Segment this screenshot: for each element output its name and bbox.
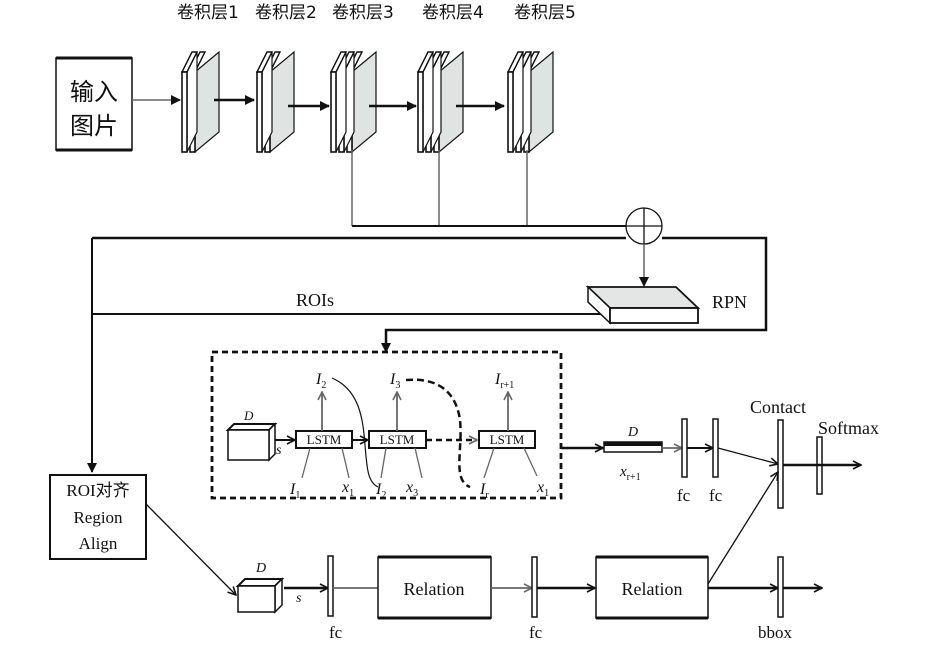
fc-top-1-label: fc	[677, 486, 691, 505]
conv-stack-2	[255, 50, 295, 154]
conv-layer-4-label: 卷积层4	[422, 3, 484, 23]
conv-stack-3	[329, 50, 377, 154]
input-label-x1: x1	[341, 479, 354, 499]
fc-layer-top-2	[712, 418, 719, 478]
input-label-line1: 输入	[70, 78, 118, 106]
rpn-label: RPN	[712, 292, 747, 312]
relation-2-label: Relation	[622, 579, 683, 599]
bottom-cube-s-label: s	[296, 591, 302, 606]
softmax-label: Softmax	[818, 418, 879, 438]
lstm-module-box	[210, 350, 563, 500]
conv-layer-2-label: 卷积层2	[255, 3, 317, 23]
conv-stacks	[180, 50, 554, 154]
output-label-2: I3	[389, 371, 400, 391]
fc-bottom-1-label: fc	[329, 623, 343, 642]
lstm-cell-2-label: LSTM	[380, 432, 415, 447]
feature-fusion-lines	[351, 150, 626, 227]
lstm-cell-1-label: LSTM	[307, 432, 342, 447]
rois-label: ROIs	[296, 290, 334, 310]
roi-align-line3: Align	[79, 534, 118, 553]
lstm-cell-r: LSTM	[478, 430, 536, 449]
roi-to-cube-arrow	[145, 503, 236, 595]
roi-align-line2: Region	[73, 508, 123, 527]
conv-stack-1	[180, 50, 220, 154]
contact-layer	[777, 419, 784, 509]
conv-stack-4	[416, 50, 464, 154]
feedback-curve-i2	[331, 377, 379, 488]
fc-layer-bottom-1	[327, 555, 334, 617]
sum-node-icon	[625, 207, 663, 245]
input-label-i1: I1	[289, 481, 300, 501]
rpn-block	[585, 285, 701, 325]
bottom-cube-d-label: D	[255, 561, 266, 576]
conv-layer-1-label: 卷积层1	[177, 3, 239, 23]
input-image-box: 输入 图片	[55, 56, 133, 152]
input-label-x3: x3	[405, 479, 418, 499]
fc2-to-contact-arrow	[717, 447, 778, 464]
lstm-cell-r-label: LSTM	[490, 432, 525, 447]
fc-layer-bottom-2	[531, 556, 538, 618]
output-label-r1: Ir+1	[494, 371, 514, 391]
bottom-cube	[235, 577, 285, 614]
lstm-input-cube	[225, 422, 278, 462]
lstm-cell-2: LSTM	[368, 430, 427, 449]
bbox-label: bbox	[758, 623, 793, 642]
input-label-x1b: x1	[536, 479, 549, 499]
bbox-layer	[777, 556, 784, 618]
input-label-i2: I2	[375, 481, 386, 501]
lstm-cube-d-label: D	[243, 408, 254, 423]
feature-vector-bar	[603, 441, 663, 453]
contact-label: Contact	[750, 397, 806, 417]
relation-box-1: Relation	[377, 555, 492, 620]
conv-layer-3-label: 卷积层3	[332, 3, 394, 23]
lstm-cube-s-label: s	[276, 443, 282, 458]
fc-bottom-2-label: fc	[529, 623, 543, 642]
conv-layer-5-label: 卷积层5	[514, 3, 576, 23]
relation-1-label: Relation	[404, 579, 465, 599]
feature-vector-d-label: D	[627, 425, 638, 440]
lstm-cell-1: LSTM	[295, 430, 353, 449]
output-label-1: I2	[315, 371, 326, 391]
input-label-line2: 图片	[70, 112, 118, 140]
roi-align-box: ROI对齐 Region Align	[49, 474, 147, 560]
fc-top-2-label: fc	[709, 486, 723, 505]
fc-layer-top-1	[681, 418, 688, 478]
feature-vector-x-label: xr+1	[619, 464, 641, 483]
input-label-ir: Ir	[479, 481, 489, 501]
roi-align-line1: ROI对齐	[66, 481, 129, 500]
relation-box-2: Relation	[595, 555, 709, 620]
rpn-loop-line	[381, 236, 768, 353]
lstm-input-lines	[301, 447, 538, 479]
relation-to-contact-arrow	[707, 472, 778, 585]
conv-stack-5	[506, 50, 554, 154]
